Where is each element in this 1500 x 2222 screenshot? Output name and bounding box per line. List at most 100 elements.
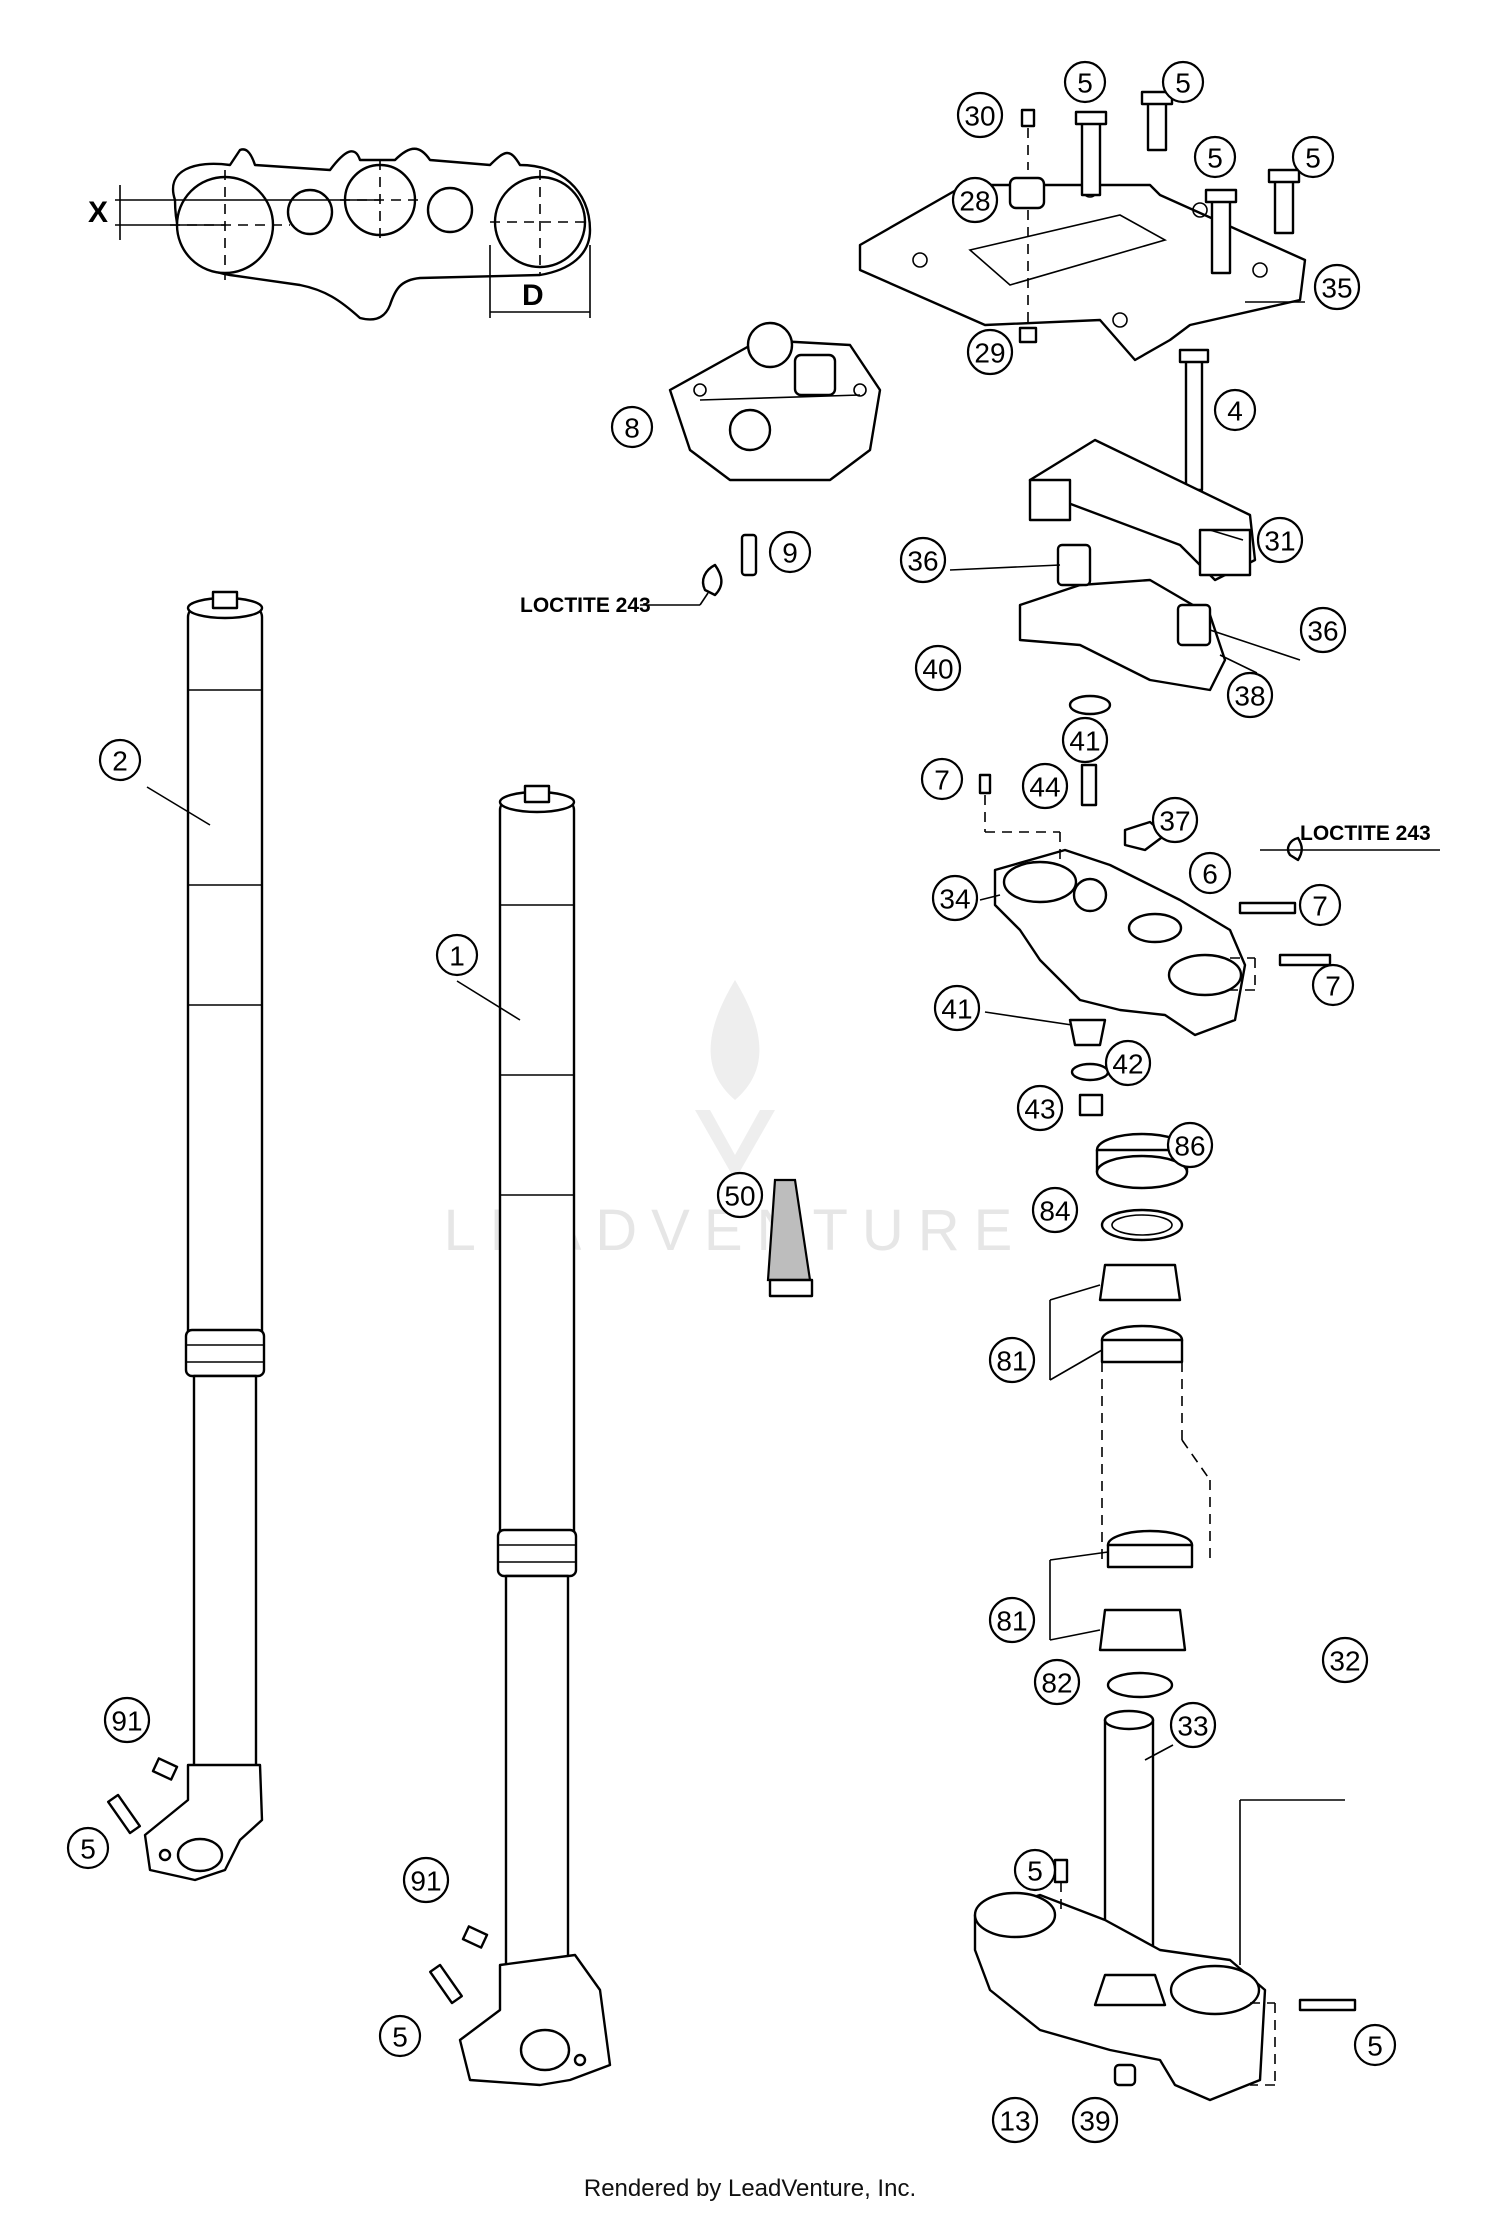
callout-number: 33 bbox=[1177, 1711, 1208, 1742]
callout-circle bbox=[66, 1826, 110, 1870]
callout-number: 91 bbox=[410, 1866, 441, 1897]
callout-number: 5 bbox=[1367, 2031, 1383, 2062]
bar-clamp-31 bbox=[1028, 438, 1257, 582]
callout-41a: 41 bbox=[1061, 716, 1109, 764]
callout-circle bbox=[931, 874, 979, 922]
callout-circle bbox=[1299, 606, 1347, 654]
callout-circle bbox=[920, 757, 964, 801]
handlebar-clamp-35 bbox=[858, 182, 1307, 362]
callout-circle bbox=[966, 328, 1014, 376]
callout-41b: 41 bbox=[933, 984, 981, 1032]
callout-7b: 7 bbox=[1298, 883, 1342, 927]
triple-clamp-schematic: X D bbox=[88, 147, 592, 321]
callout-number: 5 bbox=[1305, 143, 1321, 174]
callout-number: 29 bbox=[974, 338, 1005, 369]
callout-circle bbox=[1016, 1084, 1064, 1132]
callout-number: 6 bbox=[1202, 859, 1218, 890]
callout-number: 1 bbox=[449, 941, 465, 972]
callout-circle bbox=[951, 176, 999, 224]
bolts-5-91-left bbox=[106, 1757, 489, 2005]
callout-circle bbox=[1213, 388, 1257, 432]
callout-circle bbox=[435, 933, 479, 977]
loctite-label-left: LOCTITE 243 bbox=[520, 594, 651, 617]
callout-number: 42 bbox=[1112, 1049, 1143, 1080]
callout-5e: 5 bbox=[66, 1826, 110, 1870]
callout-81a: 81 bbox=[988, 1336, 1036, 1384]
bearing-set bbox=[1049, 1132, 1211, 1699]
callout-number: 7 bbox=[1312, 891, 1328, 922]
callout-circle bbox=[1161, 60, 1205, 104]
callout-number: 5 bbox=[1175, 68, 1191, 99]
callout-circle bbox=[1104, 1039, 1152, 1087]
callout-number: 7 bbox=[1325, 971, 1341, 1002]
callout-number: 43 bbox=[1024, 1094, 1055, 1125]
callout-circle bbox=[1071, 2096, 1119, 2144]
nut-41-42-43 bbox=[1068, 1018, 1110, 1117]
callout-circle bbox=[1063, 60, 1107, 104]
callout-5b: 5 bbox=[1161, 60, 1205, 104]
callout-4: 4 bbox=[1213, 388, 1257, 432]
callout-circle bbox=[1188, 851, 1232, 895]
callout-5a: 5 bbox=[1063, 60, 1107, 104]
clamp-base-38 bbox=[1018, 543, 1227, 692]
callout-circle bbox=[98, 738, 142, 782]
callout-84: 84 bbox=[1031, 1186, 1079, 1234]
bolt-4 bbox=[1178, 348, 1210, 492]
callout-28: 28 bbox=[951, 176, 999, 224]
callout-36b: 36 bbox=[1299, 606, 1347, 654]
callout-circle bbox=[1031, 1186, 1079, 1234]
callout-circle bbox=[1226, 671, 1274, 719]
callout-circle bbox=[956, 91, 1004, 139]
callout-circle bbox=[1313, 263, 1361, 311]
dimension-d-label: D bbox=[522, 279, 544, 312]
callout-number: 7 bbox=[934, 765, 950, 796]
callout-5f: 5 bbox=[378, 2014, 422, 2058]
callout-7c: 7 bbox=[1311, 963, 1355, 1007]
callout-number: 35 bbox=[1321, 273, 1352, 304]
callout-number: 13 bbox=[999, 2106, 1030, 2137]
callout-6: 6 bbox=[1188, 851, 1232, 895]
callout-circle bbox=[899, 536, 947, 584]
callout-number: 5 bbox=[1207, 143, 1223, 174]
callout-number: 41 bbox=[941, 994, 972, 1025]
callout-number: 86 bbox=[1174, 1131, 1205, 1162]
callout-circle bbox=[1061, 716, 1109, 764]
callout-circle bbox=[1298, 883, 1342, 927]
callout-5g: 5 bbox=[1013, 1848, 1057, 1892]
callout-number: 5 bbox=[392, 2022, 408, 2053]
callout-33: 33 bbox=[1169, 1701, 1217, 1749]
callout-number: 81 bbox=[996, 1346, 1027, 1377]
callout-29: 29 bbox=[966, 328, 1014, 376]
callout-circle bbox=[103, 1696, 151, 1744]
callout-2: 2 bbox=[98, 738, 142, 782]
callout-1: 1 bbox=[435, 933, 479, 977]
callout-number: 2 bbox=[112, 746, 128, 777]
grease-tube-50 bbox=[766, 1178, 814, 1298]
callout-circle bbox=[1021, 762, 1069, 810]
callout-number: 44 bbox=[1029, 772, 1060, 803]
callout-86: 86 bbox=[1166, 1121, 1214, 1169]
callout-number: 36 bbox=[1307, 616, 1338, 647]
callout-circle bbox=[991, 2096, 1039, 2144]
callout-circle bbox=[1166, 1121, 1214, 1169]
callout-number: 38 bbox=[1234, 681, 1265, 712]
callout-number: 91 bbox=[111, 1706, 142, 1737]
callout-circle bbox=[1353, 2023, 1397, 2067]
callout-35: 35 bbox=[1313, 263, 1361, 311]
callout-circle bbox=[1291, 135, 1335, 179]
callout-number: 34 bbox=[939, 884, 970, 915]
callout-91a: 91 bbox=[103, 1696, 151, 1744]
callout-circle bbox=[716, 1171, 764, 1219]
callout-number: 39 bbox=[1079, 2106, 1110, 2137]
bolts-5-top bbox=[1074, 90, 1301, 275]
callout-number: 41 bbox=[1069, 726, 1100, 757]
callout-9: 9 bbox=[768, 530, 812, 574]
callout-81b: 81 bbox=[988, 1596, 1036, 1644]
callout-13: 13 bbox=[991, 2096, 1039, 2144]
callout-91b: 91 bbox=[402, 1856, 450, 1904]
callout-circle bbox=[1311, 963, 1355, 1007]
callout-38: 38 bbox=[1226, 671, 1274, 719]
callout-circle bbox=[1013, 1848, 1057, 1892]
callout-number: 5 bbox=[1027, 1856, 1043, 1887]
